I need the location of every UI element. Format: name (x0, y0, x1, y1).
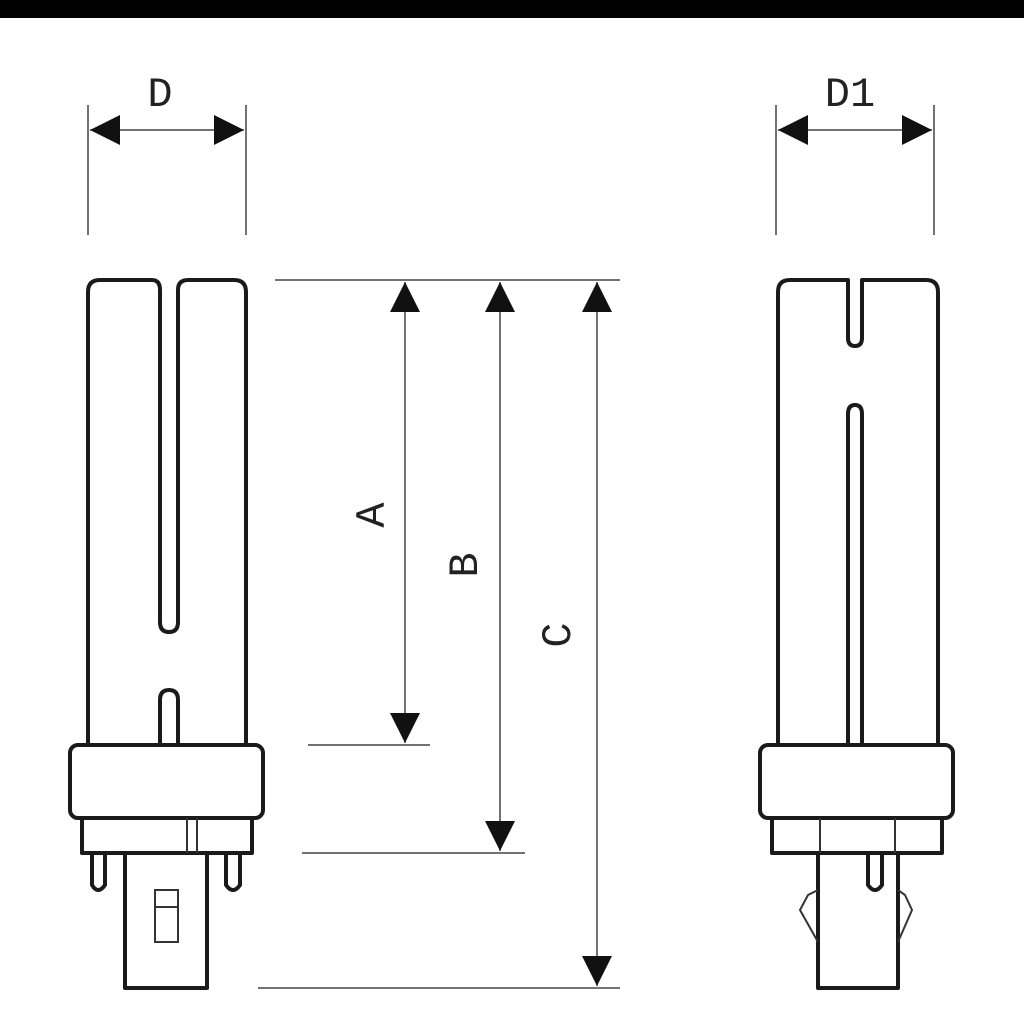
lamp-left-key-mark (154, 889, 179, 943)
lamp-right-wing (798, 889, 819, 943)
lamp-left-pin (90, 853, 107, 892)
lamp-right-base (770, 818, 944, 855)
lamp-left-key (123, 853, 209, 990)
lamp-left-tube (86, 278, 248, 745)
lamp-right-pin (866, 853, 884, 892)
dimension-d1-label: D1 (825, 71, 875, 119)
lamp-side-view (758, 278, 955, 990)
dimension-d-label: D (147, 71, 172, 119)
lamp-right-slot (846, 403, 864, 745)
lamp-left-lower-slot (158, 688, 180, 745)
lamp-right-key (816, 853, 900, 990)
dimension-a-label: A (349, 502, 397, 528)
dimension-lines (87, 105, 935, 989)
top-black-bar (0, 0, 1024, 18)
lamp-left-base (80, 818, 254, 855)
lamp-front-view (68, 278, 265, 990)
dimension-b-label: B (442, 552, 490, 577)
lamp-right-tube (776, 278, 940, 745)
lamp-right-collar (758, 743, 955, 820)
dimension-c-label: C (535, 622, 583, 647)
lamp-right-wing (897, 889, 914, 943)
lamp-left-collar (68, 743, 265, 820)
lamp-left-pin (224, 853, 242, 892)
